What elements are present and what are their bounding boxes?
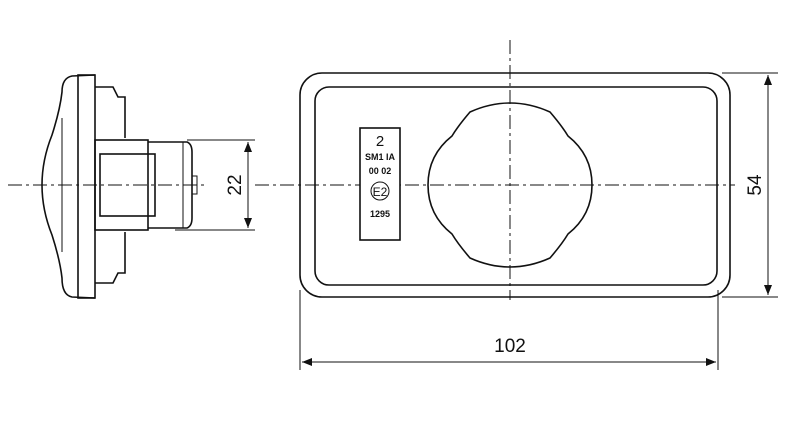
label-number: 00 02: [369, 166, 392, 176]
dimension-22-label: 22: [225, 174, 246, 195]
housing: [94, 139, 149, 231]
dimension-54-label: 54: [745, 174, 766, 196]
side-view: 22: [8, 74, 255, 299]
label-code: SM1 IA: [365, 152, 396, 162]
base-plate: [77, 74, 96, 299]
lens: [41, 74, 96, 299]
e-mark: E2: [373, 185, 388, 199]
e-mark-circle: [370, 181, 390, 201]
inner-frame: [314, 86, 718, 286]
label-class: 2: [376, 133, 384, 150]
dimension-102-label: 102: [494, 336, 526, 357]
label-date: 1295: [370, 209, 390, 219]
front-view: 2 SM1 IA 00 02 E2 1295 54 102: [255, 40, 778, 370]
mounting-opening: [427, 102, 593, 268]
